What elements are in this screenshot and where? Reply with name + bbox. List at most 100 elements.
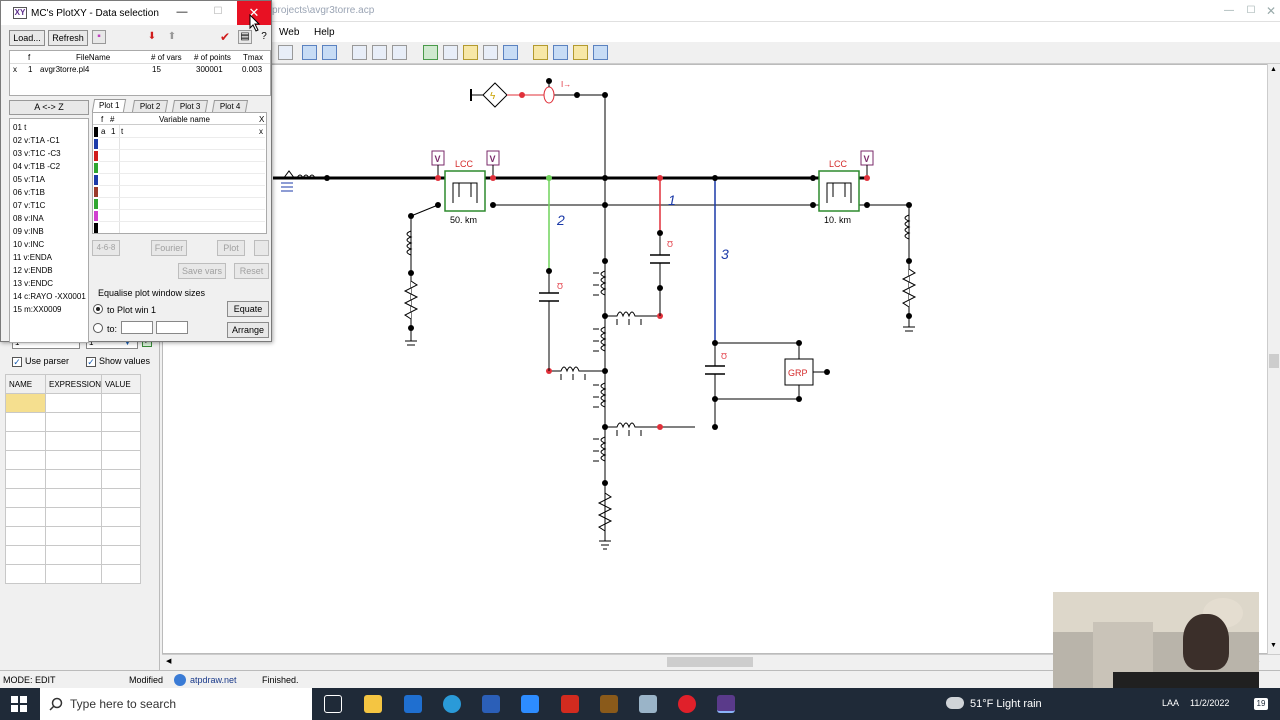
rotate-right-icon[interactable]: [372, 45, 387, 60]
grid-cell[interactable]: [5, 450, 46, 470]
arrow-down-icon[interactable]: ⬇: [147, 31, 157, 42]
equate-button[interactable]: Equate: [227, 301, 269, 317]
grid-cell[interactable]: [101, 488, 141, 508]
tab-plot-3[interactable]: Plot 3: [171, 100, 209, 112]
parser-grid[interactable]: NAME EXPRESSION VALUE: [5, 374, 141, 584]
reset-button[interactable]: Reset: [234, 263, 269, 279]
refresh-button[interactable]: Refresh: [48, 30, 88, 46]
plot-icon[interactable]: [573, 45, 588, 60]
rotate-left-icon[interactable]: [352, 45, 367, 60]
notes-icon[interactable]: [639, 695, 657, 713]
grid-cell[interactable]: [5, 507, 46, 527]
list-item[interactable]: 14 c:RAYO -XX0001: [13, 292, 86, 301]
status-website-link[interactable]: atpdraw.net: [190, 675, 237, 685]
record-icon[interactable]: [678, 695, 696, 713]
plot-row-x[interactable]: x: [259, 127, 263, 136]
grid-cell[interactable]: [44, 412, 103, 432]
to-plot-win-radio[interactable]: [93, 304, 103, 314]
help-icon[interactable]: ?: [261, 31, 267, 42]
vertical-scrollbar[interactable]: ▲ ▼: [1267, 64, 1280, 654]
column-header-value[interactable]: VALUE: [101, 374, 141, 394]
file-row-flag[interactable]: x: [13, 65, 17, 74]
variable-list[interactable]: 01 t 02 v:T1A -C1 03 v:T1C -C3 04 v:T1B …: [9, 118, 89, 343]
scroll-down-icon[interactable]: ▼: [1270, 642, 1277, 649]
to-width-input[interactable]: [121, 321, 153, 334]
plotxy-minimize-button[interactable]: —: [176, 6, 188, 18]
select-icon[interactable]: [278, 45, 293, 60]
fourier-button[interactable]: Fourier: [151, 240, 187, 256]
refresh-icon[interactable]: [423, 45, 438, 60]
column-header-name[interactable]: NAME: [5, 374, 46, 394]
grid-cell[interactable]: [101, 526, 141, 546]
grid-cell[interactable]: [44, 488, 103, 508]
grid-cell[interactable]: [44, 450, 103, 470]
file-explorer-icon[interactable]: [364, 695, 382, 713]
menu-help[interactable]: Help: [314, 27, 335, 38]
current-source-icon[interactable]: [482, 82, 508, 108]
edge-icon[interactable]: [443, 695, 461, 713]
file-row-filename[interactable]: avgr3torre.pl4: [40, 65, 90, 74]
lcc-block-1[interactable]: [444, 170, 486, 212]
sort-button[interactable]: A <-> Z: [9, 100, 89, 115]
settings-icon[interactable]: [593, 45, 608, 60]
save-vars-button[interactable]: Save vars: [178, 263, 226, 279]
grid-cell[interactable]: [5, 564, 46, 584]
plotxy-titlebar[interactable]: XY MC's PlotXY - Data selection — ☐ ✕: [1, 1, 271, 25]
grid-cell[interactable]: [101, 545, 141, 565]
lcc-block-2[interactable]: [818, 170, 860, 212]
language-indicator[interactable]: LAA: [1162, 698, 1180, 708]
taskbar-search-box[interactable]: Type here to search: [40, 688, 312, 720]
list-item[interactable]: 01 t: [13, 123, 27, 132]
main-maximize-button[interactable]: ☐: [1246, 5, 1256, 16]
grid-cell[interactable]: [5, 526, 46, 546]
lock-icon[interactable]: [463, 45, 478, 60]
outlook-icon[interactable]: [404, 695, 422, 713]
list-item[interactable]: 06 v:T1B: [13, 188, 46, 197]
list-item[interactable]: 02 v:T1A -C1: [13, 136, 60, 145]
grid-cell[interactable]: [101, 412, 141, 432]
circuit-canvas[interactable]: LCC 50. km LCC 10. km V V V ϟ I→: [162, 64, 1268, 654]
chevron-down-icon[interactable]: ▼: [124, 340, 131, 347]
grid-cell[interactable]: [44, 431, 103, 451]
notification-badge[interactable]: 19: [1254, 698, 1268, 710]
to-height-input[interactable]: [156, 321, 188, 334]
zoom-icon[interactable]: [521, 695, 539, 713]
list-item[interactable]: 07 v:T1C: [13, 201, 46, 210]
run-icon[interactable]: [533, 45, 548, 60]
list-item[interactable]: 08 v:INA: [13, 214, 44, 223]
task-view-icon[interactable]: [324, 695, 342, 713]
grid-cell[interactable]: [5, 545, 46, 565]
atpdraw-icon[interactable]: [600, 695, 618, 713]
list-item[interactable]: 03 v:T1C -C3: [13, 149, 61, 158]
arrow-up-icon[interactable]: ⬆: [167, 31, 177, 42]
circuit-diagram[interactable]: LCC 50. km LCC 10. km V V V ϟ I→: [163, 65, 1269, 655]
grid-cell[interactable]: [5, 412, 46, 432]
plot-button[interactable]: Plot: [217, 240, 245, 256]
grid-cell[interactable]: [44, 545, 103, 565]
grid-cell[interactable]: [101, 564, 141, 584]
checkmark-icon[interactable]: ✔: [219, 30, 231, 44]
align-icon[interactable]: [322, 45, 337, 60]
grid-cell[interactable]: [101, 431, 141, 451]
main-minimize-button[interactable]: —: [1224, 5, 1234, 16]
flip-icon[interactable]: [392, 45, 407, 60]
scroll-thumb[interactable]: [667, 657, 753, 667]
grid-cell[interactable]: [101, 450, 141, 470]
grid-cell[interactable]: [44, 507, 103, 527]
to-radio[interactable]: [93, 323, 103, 333]
clear-icon[interactable]: ▪: [92, 30, 106, 44]
scroll-thumb[interactable]: [1269, 354, 1279, 368]
grid-cell[interactable]: [44, 526, 103, 546]
tab-plot-4[interactable]: Plot 4: [211, 100, 249, 112]
output-icon[interactable]: [553, 45, 568, 60]
file-table[interactable]: f FileName # of vars # of points Tmax x …: [9, 50, 271, 96]
grid-cell[interactable]: [5, 469, 46, 489]
list-item[interactable]: 13 v:ENDC: [13, 279, 54, 288]
plotxy-maximize-button[interactable]: ☐: [213, 6, 223, 17]
menu-web[interactable]: Web: [279, 27, 300, 38]
grid-cell[interactable]: [5, 488, 46, 508]
copy-icon[interactable]: ▤: [238, 30, 252, 44]
tab-plot-2[interactable]: Plot 2: [131, 100, 169, 112]
line-icon[interactable]: [503, 45, 518, 60]
windows-start-icon[interactable]: [11, 696, 27, 712]
